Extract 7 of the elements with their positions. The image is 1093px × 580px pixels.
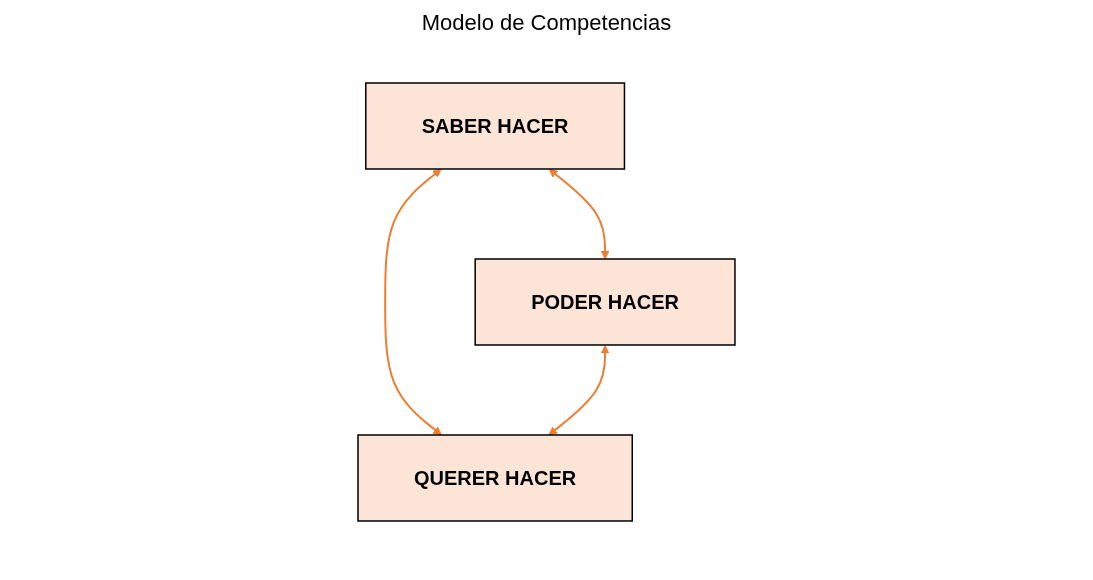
node-box: SABER HACER bbox=[365, 82, 626, 170]
diagram-title: Modelo de Competencias bbox=[420, 10, 673, 36]
node-box: QUERER HACER bbox=[357, 434, 633, 522]
arrow bbox=[548, 345, 610, 436]
arrow bbox=[384, 168, 442, 436]
arrow bbox=[548, 168, 610, 260]
node-box: PODER HACER bbox=[474, 258, 736, 346]
